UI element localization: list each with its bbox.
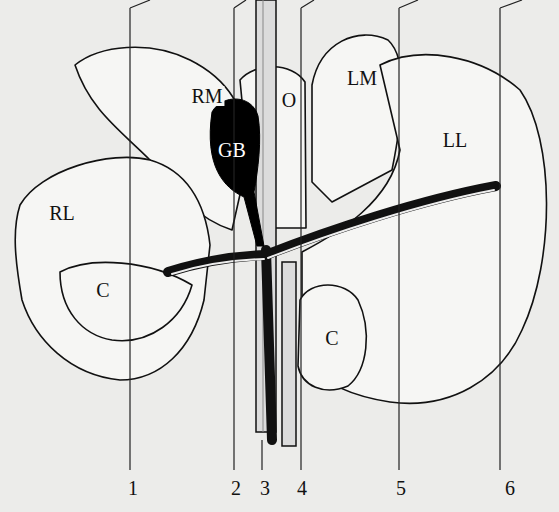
plane-number: 2 <box>229 478 243 498</box>
lobe-label: GB <box>216 140 248 160</box>
portal-vein <box>168 186 496 440</box>
lobe-label: LL <box>441 130 469 150</box>
lobe-label: RM <box>189 86 224 106</box>
lobe-label: LM <box>345 68 379 88</box>
section-planes <box>130 0 522 470</box>
lobe-label: C <box>323 328 340 348</box>
vena-cava <box>256 0 296 446</box>
lobe-label: C <box>94 280 111 300</box>
lobe-label: O <box>280 90 298 110</box>
caudate-lobe-right <box>298 285 366 390</box>
lobe-label: RL <box>47 203 77 223</box>
plane-number: 6 <box>503 478 517 498</box>
gall-bladder <box>210 99 264 246</box>
plane-number: 3 <box>258 478 272 498</box>
plane-number: 4 <box>295 478 309 498</box>
plane-number: 5 <box>394 478 408 498</box>
left-medial-lobe <box>312 35 402 202</box>
plane-number: 1 <box>126 478 140 498</box>
